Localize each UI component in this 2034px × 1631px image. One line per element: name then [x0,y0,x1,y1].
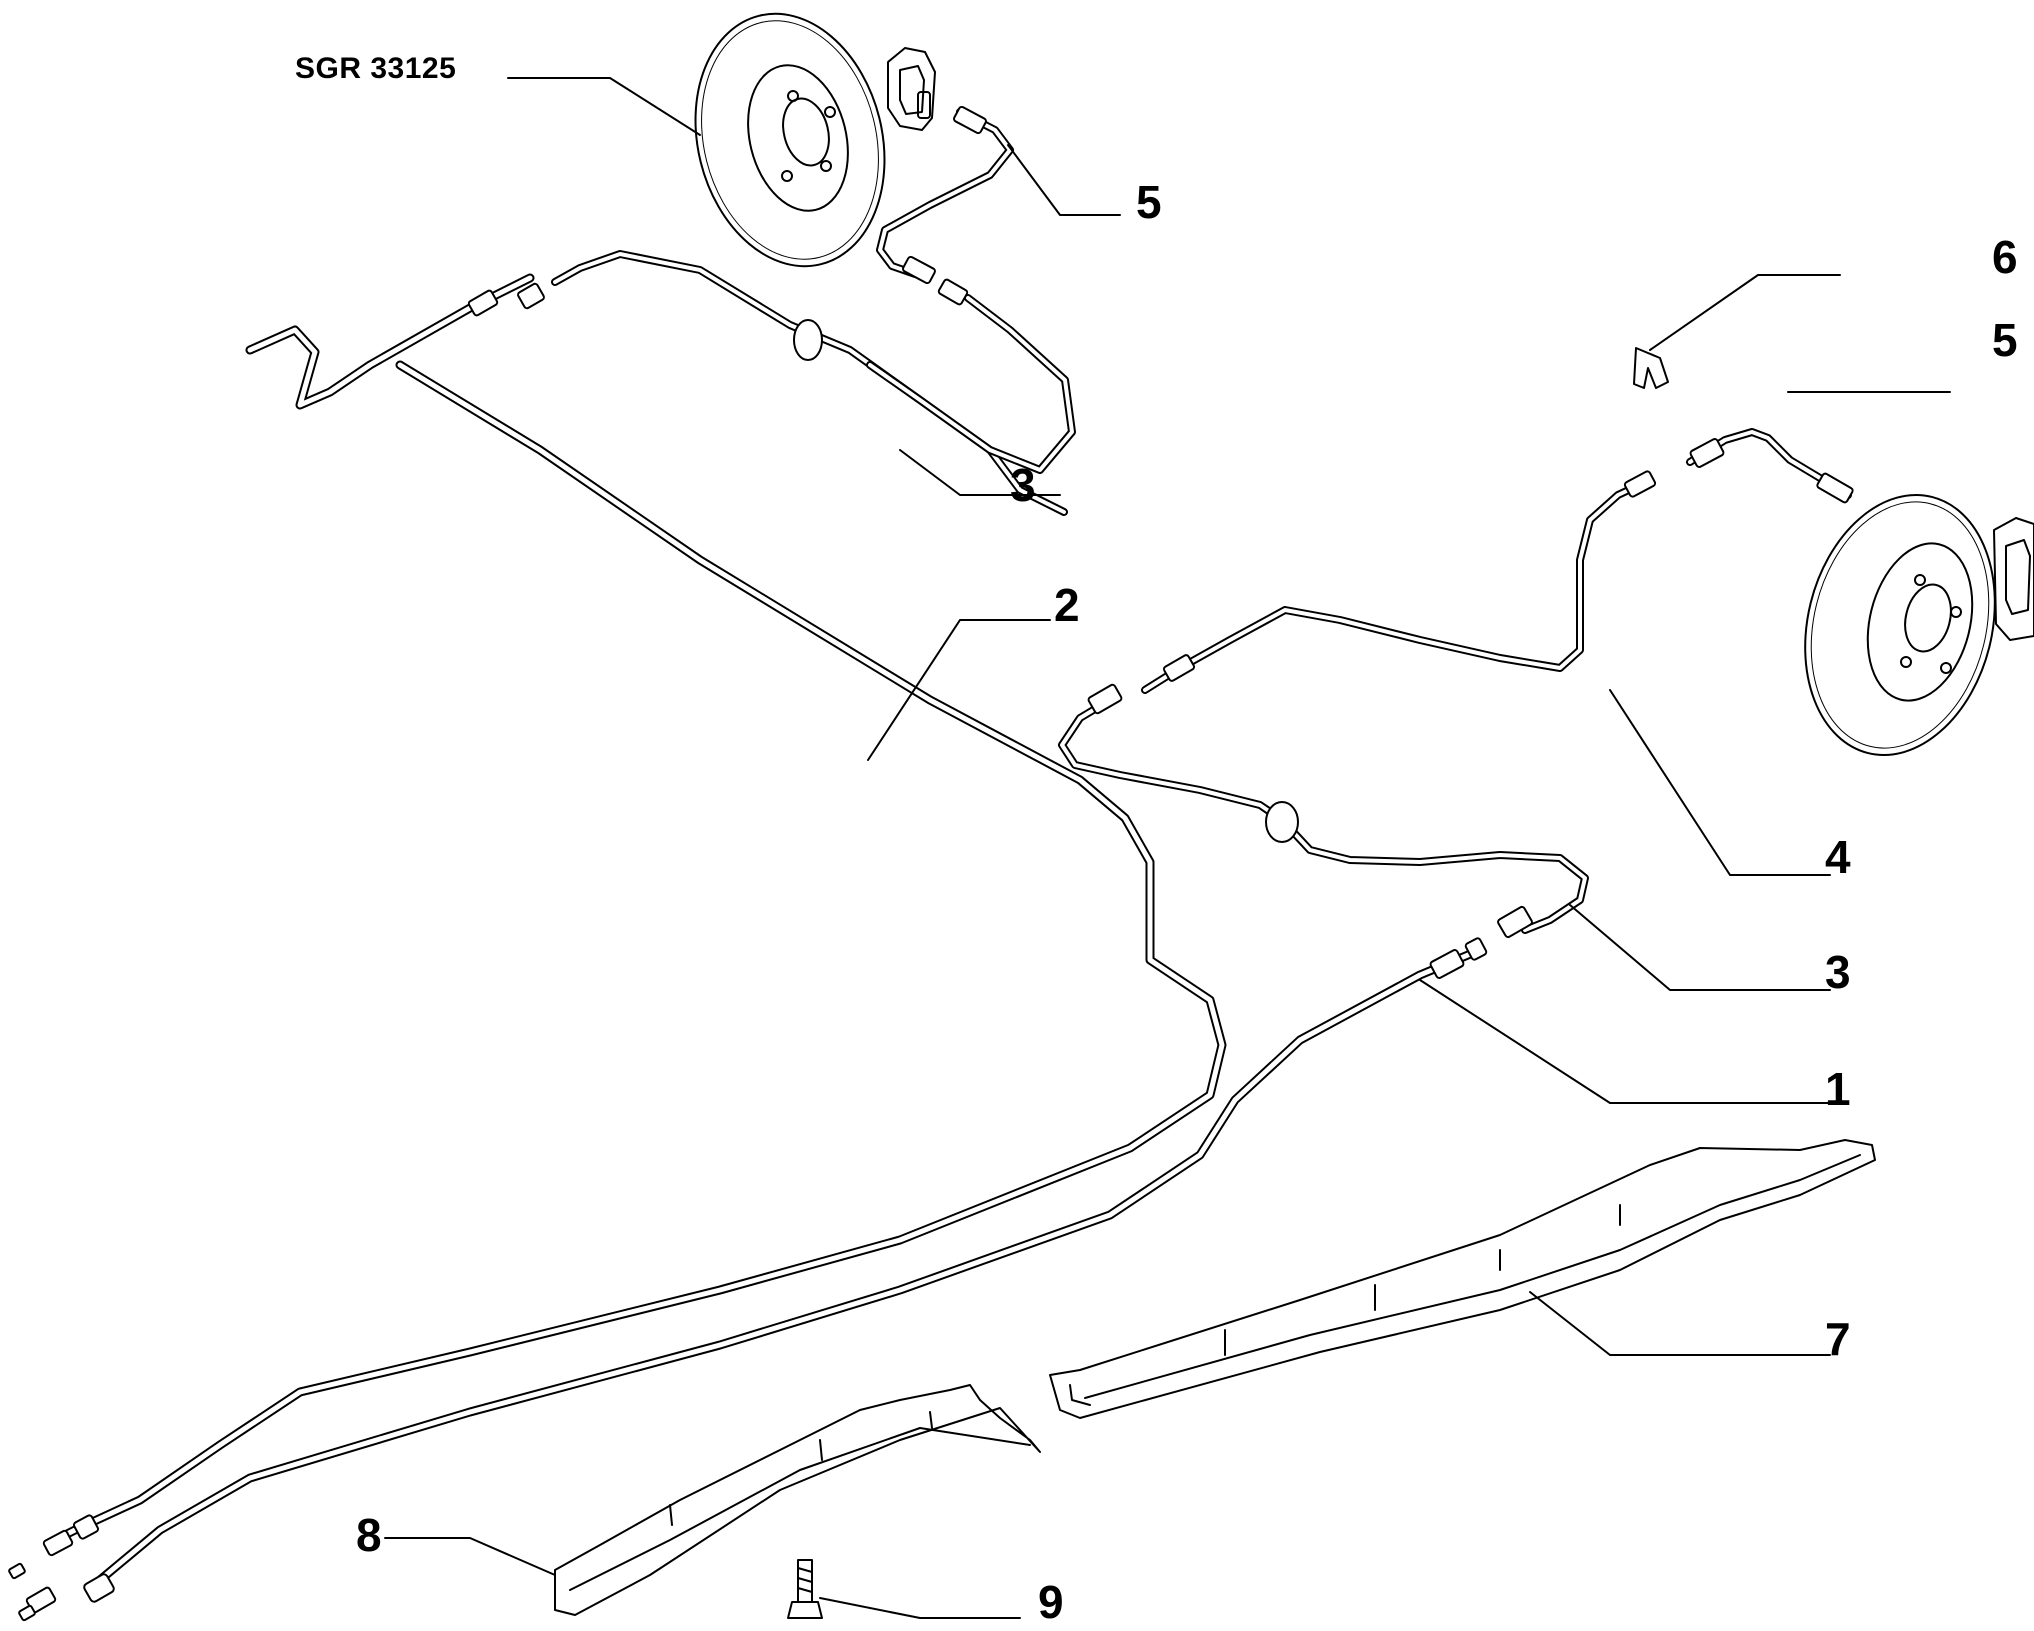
callout-6: 6 [1992,231,2018,283]
underbody-cover-7 [1049,1139,1876,1419]
brake-disc-left [694,12,886,268]
clip-6 [1633,347,1669,389]
pipe-union-fittings [8,1562,57,1622]
callout-5-right: 5 [1992,314,2018,366]
brake-caliper-right [1993,517,2034,641]
brake-hose-5-left [876,105,1014,285]
screw-9 [787,1559,823,1619]
callout-4: 4 [1825,831,1851,883]
callout-1: 1 [1825,1063,1851,1115]
brake-hose-3-right [1058,683,1589,939]
callout-2: 2 [1054,579,1080,631]
callout-3-left: 3 [1010,459,1036,511]
reference-code: SGR 33125 [295,52,457,85]
brake-disc-right [1804,494,1996,756]
brake-pipe-4 [1141,470,1657,694]
callout-5-left: 5 [1136,176,1162,228]
underbody-cover-8 [554,1384,1041,1616]
callout-9: 9 [1038,1576,1064,1628]
callout-3-right: 3 [1825,946,1851,998]
callout-7: 7 [1825,1313,1851,1365]
brake-pipe-2 [42,273,1227,1557]
brake-hose-3-left [551,250,1076,516]
brake-caliper-left [887,47,936,131]
leader-lines [384,77,1951,1619]
brake-hose-5-right [1686,428,1854,504]
callout-8: 8 [356,1509,382,1561]
brake-pipe-1 [83,937,1488,1603]
